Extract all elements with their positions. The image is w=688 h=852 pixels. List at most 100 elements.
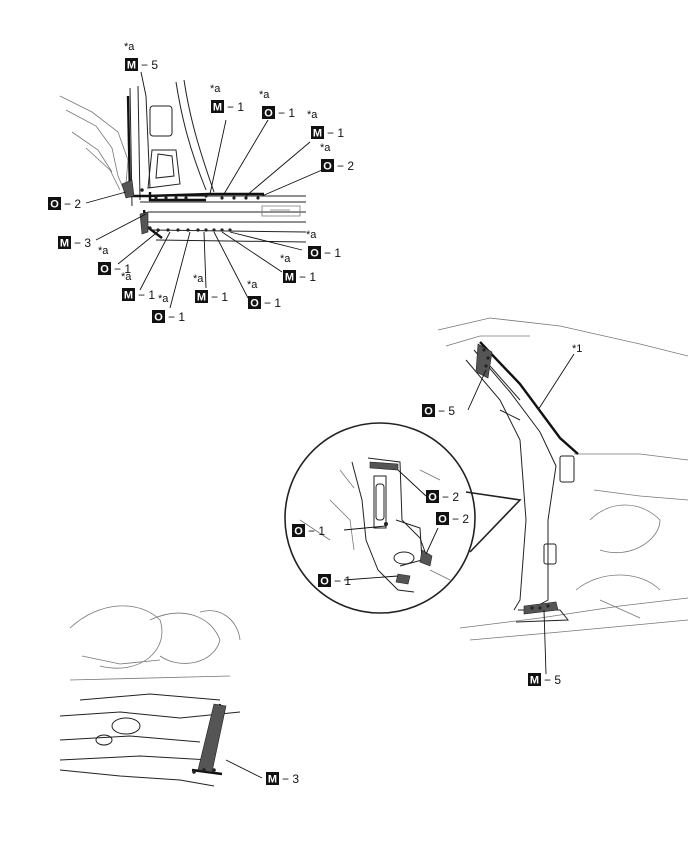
asterisk-a-label: *a [193,273,204,285]
callout-number: − 5 [438,404,455,418]
o-code-icon: O [248,296,261,310]
bottom-left-floor-drawing [59,605,241,787]
asterisk-a-label: *a [247,279,258,291]
callout-number: − 1 [138,288,155,302]
callout-o2-zoom-b: O − 2 [436,512,469,526]
asterisk-a-label: *a [210,83,221,95]
code-letter: O [100,264,109,276]
callout-number: − 1 [327,126,344,140]
m-code-icon: M [266,772,279,786]
callout-o5: O − 5 [422,404,455,418]
m-code-icon: M [122,288,135,302]
leader-lines [85,71,575,779]
callout-number: − 2 [337,159,354,173]
o-code-icon: O [321,159,334,173]
code-letter: M [197,292,206,304]
m-code-icon: M [311,126,324,140]
callout-number: − 1 [324,246,341,260]
code-letter: M [285,272,294,284]
callout-number: − 1 [211,290,228,304]
o-code-icon: O [318,574,331,588]
o-code-icon: O [98,262,111,276]
callout-number: − 2 [452,512,469,526]
callout-o1-e: O − 1 *a [306,229,341,260]
callout-m1-e: M − 1 *a [280,253,316,284]
o-code-icon: O [436,512,449,526]
top-left-panel-drawing [59,79,307,243]
callout-o2-a: O− 2 *a [320,142,354,173]
asterisk-1-label: *1 [572,343,582,355]
m-code-icon: M [211,100,224,114]
callout-o1-d: O − 1 *a [247,279,281,310]
m-code-icon: M [528,673,541,687]
code-letter: M [127,60,136,72]
callout-o2-zoom-a: O − 2 [426,490,459,504]
code-letter: M [124,290,133,302]
code-letter: O [320,576,329,588]
callout-number: − 1 [168,310,185,324]
asterisk-a-label: *a [124,41,135,53]
callout-o1-zoom-b: O − 1 [318,574,351,588]
asterisk-a-label: *a [259,89,270,101]
code-letter: M [313,128,322,140]
callout-number: − 3 [282,772,299,786]
callout-o2-left: O − 2 [48,197,81,211]
o-code-icon: O [262,106,275,120]
code-letter: O [424,406,433,418]
code-letter: O [264,108,273,120]
callout-m3-bottom: M − 3 [266,772,299,786]
code-letter: O [294,526,303,538]
callout-m1-c: M − 1 *a [121,271,155,302]
callout-number: − 1 [308,524,325,538]
callout-number: − 1 [264,296,281,310]
callout-o1-a: O − 1 *a [259,89,295,120]
asterisk-a-label: *a [306,229,317,241]
labels-layer: M− 5*aM− 1*aO− 1*aM− 1*aO− 2*aO− 2M− 3O−… [48,41,561,786]
code-letter: O [438,514,447,526]
zoom-callout-drawing [284,422,522,614]
asterisk-a-label: *a [307,109,318,121]
code-letter: O [50,199,59,211]
callout-number: − 5 [544,673,561,687]
callout-m5-right: M − 5 [528,673,561,687]
callout-number: − 1 [299,270,316,284]
code-letter: M [60,238,69,250]
asterisk-a-label: *a [280,253,291,265]
callout-number: − 2 [64,197,81,211]
m-code-icon: M [125,58,138,72]
callout-m3-top: M − 3 [58,236,91,250]
callout-number: − 1 [334,574,351,588]
callout-o1-c: O − 1 *a [152,293,185,324]
callout-number: − 3 [74,236,91,250]
o-code-icon: O [426,490,439,504]
o-code-icon: O [292,524,305,538]
callout-number: − 5 [141,58,158,72]
callout-o1-b: O − 1 *a [98,245,131,276]
right-pillar-drawing [437,317,688,641]
callout-m5-top: M − 5 *a [124,41,158,72]
code-letter: O [310,248,319,260]
asterisk-a-label: *a [98,245,109,257]
callout-number: − 2 [442,490,459,504]
code-letter: O [250,298,259,310]
asterisk-a-label: *a [121,271,132,283]
code-letter: M [268,774,277,786]
m-code-icon: M [283,270,296,284]
callout-number: − 1 [114,262,131,276]
o-code-icon: O [48,197,61,211]
o-code-icon: O [422,404,435,418]
asterisk-a-label: *a [158,293,169,305]
code-letter: O [428,492,437,504]
asterisk-a-label: *a [320,142,331,154]
callout-number: − 1 [278,106,295,120]
code-letter: M [213,102,222,114]
m-code-icon: M [58,236,71,250]
callout-m1-d: M − 1 *a [193,273,228,304]
o-code-icon: O [152,310,165,324]
code-letter: M [530,675,539,687]
o-code-icon: O [308,246,321,260]
callout-m1-b: M − 1 *a [307,109,344,140]
code-letter: O [154,312,163,324]
callout-m1-a: M− 1*a [210,83,244,114]
